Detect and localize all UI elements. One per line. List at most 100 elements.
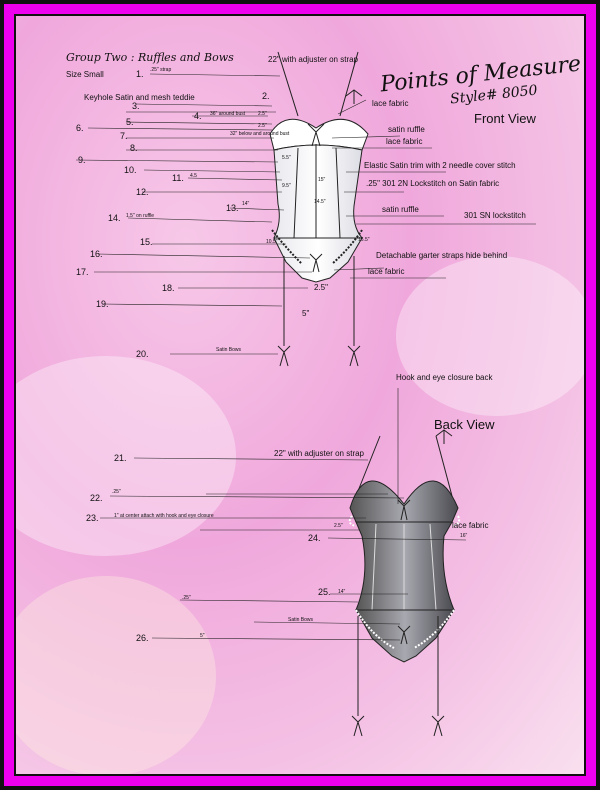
- back-quarter-label-2: .25": [182, 595, 191, 601]
- back-fourteen-label: 14": [338, 589, 346, 595]
- back-left-strap: [355, 435, 381, 497]
- front-point-16: 16.: [90, 249, 103, 259]
- front-point-2: 2.: [262, 91, 270, 101]
- dim-e-label: 15": [318, 177, 326, 183]
- size-label: Size Small: [66, 70, 104, 79]
- back-cups: [349, 480, 459, 523]
- satin-ruffle-callout-1: satin ruffle: [388, 125, 425, 134]
- hook-eye-callout: Hook and eye closure back: [396, 373, 493, 382]
- elastic-trim-callout: Elastic Satin trim with 2 needle cover s…: [364, 161, 516, 170]
- hook-attach-callout: 1" at center attach with hook and eye cl…: [114, 513, 214, 519]
- back-top-bow: [397, 499, 411, 521]
- spec-sheet: Group Two : Ruffles and Bows Size Small …: [16, 16, 584, 774]
- back-center-bow: [397, 625, 411, 645]
- front-five-label: 5": [302, 309, 310, 318]
- garment-illustrations: [75, 51, 536, 737]
- sn-lockstitch-callout: 301 SN lockstitch: [464, 211, 526, 220]
- front-point-15: 15.: [140, 237, 153, 247]
- front-garment: [269, 51, 369, 367]
- ruffle-label: 1.5" on ruffle: [126, 213, 155, 219]
- lace-fabric-callout-1: lace fabric: [372, 99, 409, 108]
- front-point-1: 1.: [136, 69, 144, 79]
- front-point-8: 8.: [130, 143, 138, 153]
- front-briefs: [273, 237, 363, 283]
- dim-a-label: 2.5": [258, 111, 267, 117]
- back-adjuster-callout: 22" with adjuster on strap: [274, 449, 364, 458]
- front-two-five-label: 2.5": [314, 283, 328, 292]
- below-bust-label: 32" below and around bust: [230, 131, 290, 137]
- front-ruffles: [271, 229, 363, 265]
- back-point-21: 21.: [114, 453, 127, 463]
- group-title: Group Two : Ruffles and Bows: [66, 51, 234, 64]
- garter-straps-callout: Detachable garter straps hide behind: [376, 251, 508, 260]
- back-garment: [348, 429, 461, 737]
- front-point-13: 13.: [226, 203, 239, 213]
- back-ruffles: [348, 515, 461, 649]
- keyhole-teddie-callout: Keyhole Satin and mesh teddie: [84, 93, 195, 102]
- front-point-9: 9.: [78, 155, 86, 165]
- front-crotch-bow: [309, 253, 323, 273]
- front-point-4: 4.: [194, 111, 202, 121]
- back-left-garter-bow: [351, 715, 365, 737]
- front-left-strap: [277, 51, 299, 117]
- front-point-7: 7.: [120, 131, 128, 141]
- lace-fabric-callout-2: lace fabric: [386, 137, 423, 146]
- back-right-garter-bow: [431, 715, 445, 737]
- inner-black-frame: [14, 14, 586, 776]
- back-point-24: 24.: [308, 533, 321, 543]
- front-bust-bow: [307, 123, 325, 147]
- back-point-26: 26.: [136, 633, 149, 643]
- front-right-garter-bow: [347, 345, 361, 367]
- fourteen-label: 14": [242, 201, 250, 207]
- front-view-heading: Front View: [474, 111, 536, 126]
- front-point-11: 11.: [172, 173, 184, 183]
- magenta-frame: [4, 4, 596, 786]
- front-point-3: 3.: [132, 101, 140, 111]
- front-point-18: 18.: [162, 283, 175, 293]
- front-right-strap: [339, 51, 359, 117]
- back-dim-a-label: 2.5": [334, 523, 343, 529]
- front-point-5: 5.: [126, 117, 134, 127]
- dim-b-label: 2.5": [258, 123, 267, 129]
- back-view-heading: Back View: [434, 417, 495, 432]
- dim-c-label: 5.5": [282, 155, 291, 161]
- front-left-garter-bow: [277, 345, 291, 367]
- dim-d-label: 9.5": [282, 183, 291, 189]
- dim-f-label: 10.5": [266, 239, 278, 245]
- dim-g-label: 14.5": [314, 199, 326, 205]
- satin-ruffle-callout-2: satin ruffle: [382, 205, 419, 214]
- front-point-14: 14.: [108, 213, 121, 223]
- front-point-20: 20.: [136, 349, 149, 359]
- back-sixteen-label: 16": [460, 533, 468, 539]
- front-point-6: 6.: [76, 123, 84, 133]
- back-five-label: 5": [200, 633, 205, 639]
- front-strap-bow: [345, 89, 363, 104]
- front-point-10: 10.: [124, 165, 137, 175]
- back-strap-bow: [435, 429, 453, 444]
- strap-width-label: .25" strap: [150, 67, 172, 73]
- back-point-23: 23.: [86, 513, 99, 523]
- background-butterfly-wash: [16, 356, 236, 556]
- back-lace-callout: lace fabric: [452, 521, 489, 530]
- front-leader-lines: [75, 73, 536, 355]
- dim-h-label: 16.5": [358, 237, 370, 243]
- background-butterfly-wash-2: [16, 576, 216, 774]
- back-satin-bows-label: Satin Bows: [288, 617, 314, 623]
- back-point-22: 22.: [90, 493, 103, 503]
- background-butterfly-wash-3: [396, 256, 584, 416]
- front-point-17: 17.: [76, 267, 89, 277]
- front-adjuster-callout: 22" with adjuster on strap: [268, 55, 358, 64]
- front-point-12: 12.: [136, 187, 149, 197]
- lockstitch-callout: .25" 301 2N Lockstitch on Satin fabric: [366, 179, 500, 188]
- back-point-25: 25.: [318, 587, 331, 597]
- back-leader-lines: [100, 388, 467, 641]
- front-satin-bows-label: Satin Bows: [216, 347, 242, 353]
- waist-label: 4.5: [190, 173, 197, 179]
- back-bodice: [355, 521, 455, 611]
- lace-fabric-callout-3: lace fabric: [368, 267, 405, 276]
- around-bust-label: 36" around bust: [210, 111, 246, 117]
- back-right-strap: [435, 435, 453, 497]
- back-quarter-label: .25": [112, 489, 121, 495]
- front-point-19: 19.: [96, 299, 109, 309]
